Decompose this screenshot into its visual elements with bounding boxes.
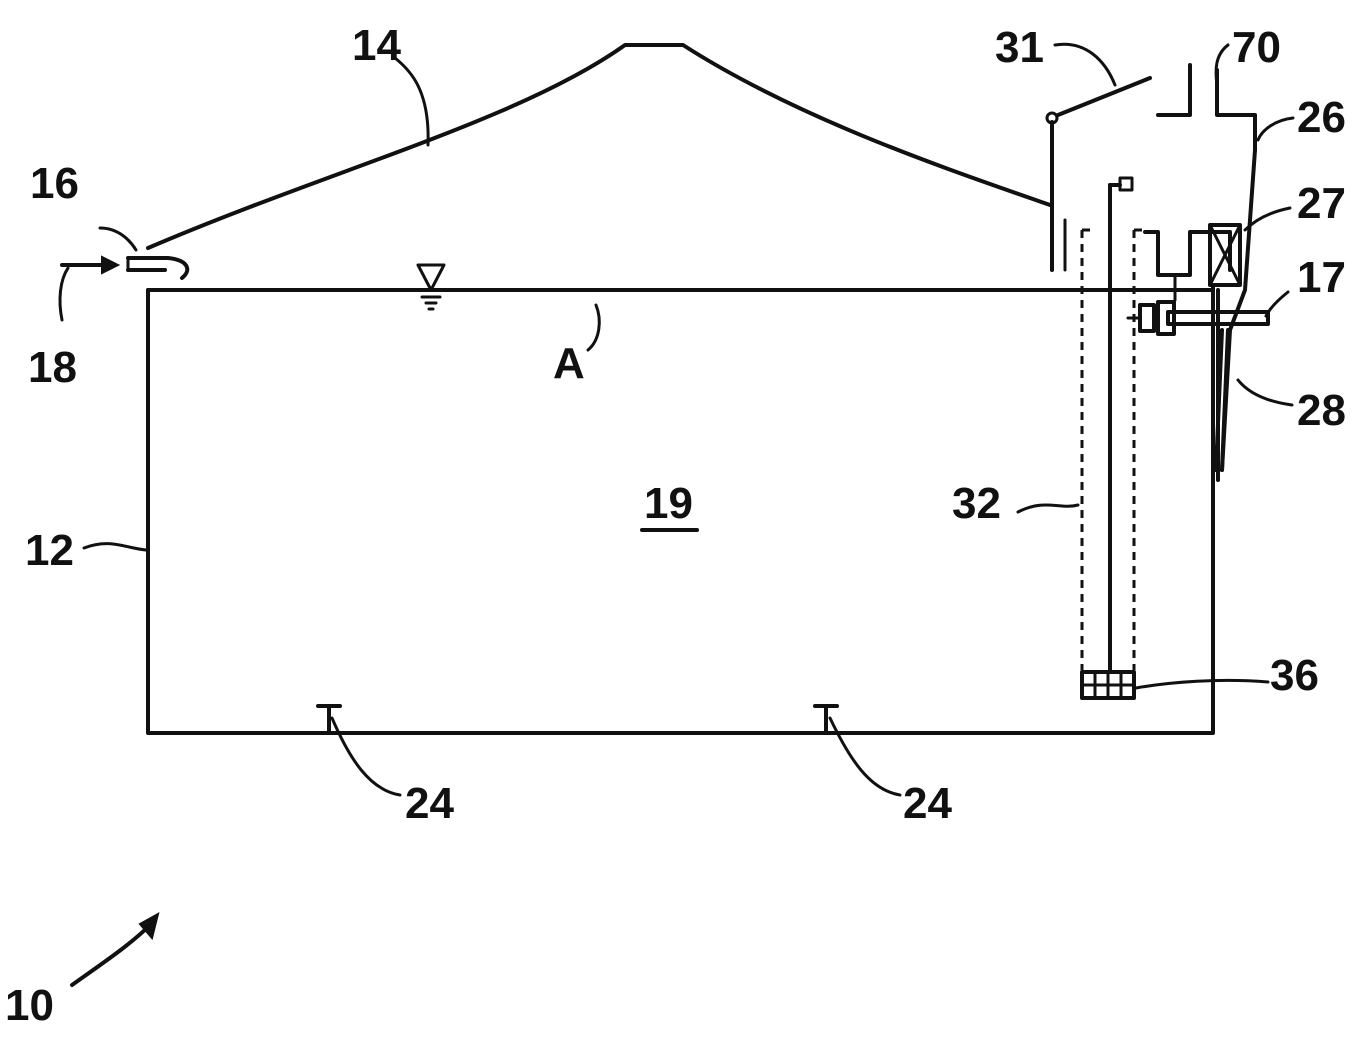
water-level-symbol (416, 263, 446, 311)
label-28: 28 (1297, 386, 1346, 435)
label-17: 17 (1297, 253, 1346, 302)
inlet-pipe (126, 256, 190, 280)
label-70: 70 (1232, 23, 1281, 72)
label-10: 10 (5, 981, 54, 1030)
label-24-left: 24 (405, 779, 454, 828)
vertical-rod (1108, 176, 1134, 672)
label-12: 12 (25, 526, 74, 575)
lever-arm (1045, 76, 1152, 272)
label-32: 32 (952, 479, 1001, 528)
label-26: 26 (1297, 93, 1346, 142)
diffuser-right (813, 704, 839, 735)
label-36: 36 (1270, 651, 1319, 700)
figure-pointer-arrow (70, 912, 160, 987)
tank-wall (146, 283, 1215, 735)
outlet-pipe (1126, 300, 1270, 336)
leader-lines (58, 42, 1295, 797)
label-24-right: 24 (903, 779, 952, 828)
diffuser-left (316, 704, 342, 735)
label-14: 14 (352, 21, 401, 70)
inflow-arrow (60, 255, 121, 275)
label-19: 19 (644, 479, 693, 528)
valve-assembly (1143, 223, 1242, 302)
support-cable (1214, 328, 1230, 472)
label-27: 27 (1297, 179, 1346, 228)
float-base (1080, 670, 1136, 700)
label-31: 31 (995, 23, 1044, 72)
float-guide (1080, 228, 1144, 670)
label-16: 16 (30, 159, 79, 208)
tank-cover (146, 43, 1052, 250)
label-a: A (553, 339, 585, 388)
label-18: 18 (28, 343, 77, 392)
